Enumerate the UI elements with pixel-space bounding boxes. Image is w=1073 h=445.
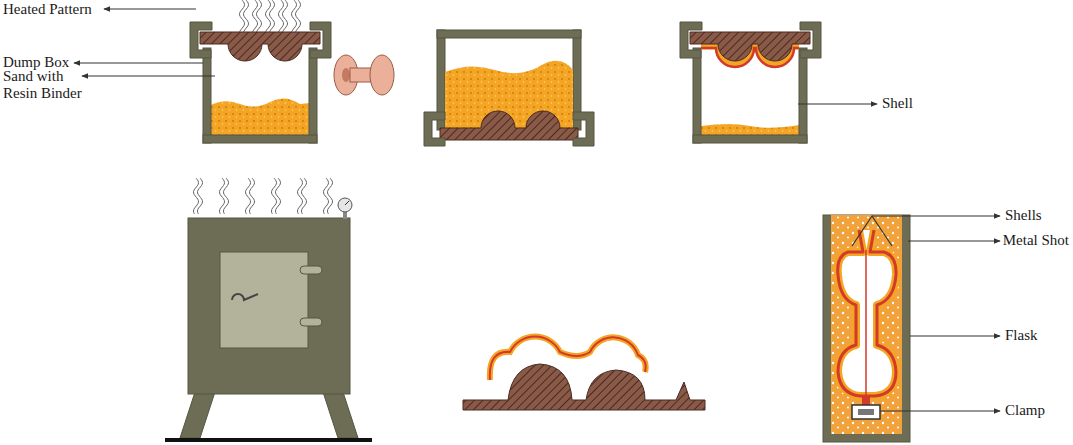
heat-wave bbox=[301, 178, 306, 214]
heat-wave bbox=[197, 178, 202, 214]
shell-panel bbox=[680, 22, 821, 143]
dump-box-panel bbox=[190, 22, 331, 143]
part-label: Shell bbox=[882, 95, 913, 112]
inverted-box-panel bbox=[424, 30, 594, 146]
heat-wave bbox=[327, 178, 332, 214]
part-label: Flask bbox=[1005, 327, 1038, 344]
heat-wave bbox=[269, 0, 275, 33]
heat-wave bbox=[243, 0, 249, 33]
heat-wave bbox=[223, 178, 228, 214]
heat-wave bbox=[275, 178, 280, 214]
part-label: Sand with Resin Binder bbox=[3, 68, 85, 102]
flask bbox=[823, 215, 910, 442]
part-label: Clamp bbox=[1005, 402, 1045, 419]
heat-wave bbox=[295, 0, 301, 33]
pattern-and-shell bbox=[463, 337, 705, 410]
heat-wave bbox=[282, 0, 288, 33]
leader-lines bbox=[74, 9, 1000, 411]
heat-wave bbox=[249, 178, 254, 214]
part-label: Heated Pattern bbox=[3, 1, 92, 18]
oven bbox=[165, 198, 372, 440]
heat-waves bbox=[193, 0, 332, 214]
heat-wave bbox=[256, 0, 262, 33]
rotation-symbol bbox=[334, 55, 394, 95]
part-label: Shells bbox=[1005, 207, 1042, 224]
part-label: Metal Shot bbox=[1003, 232, 1069, 249]
